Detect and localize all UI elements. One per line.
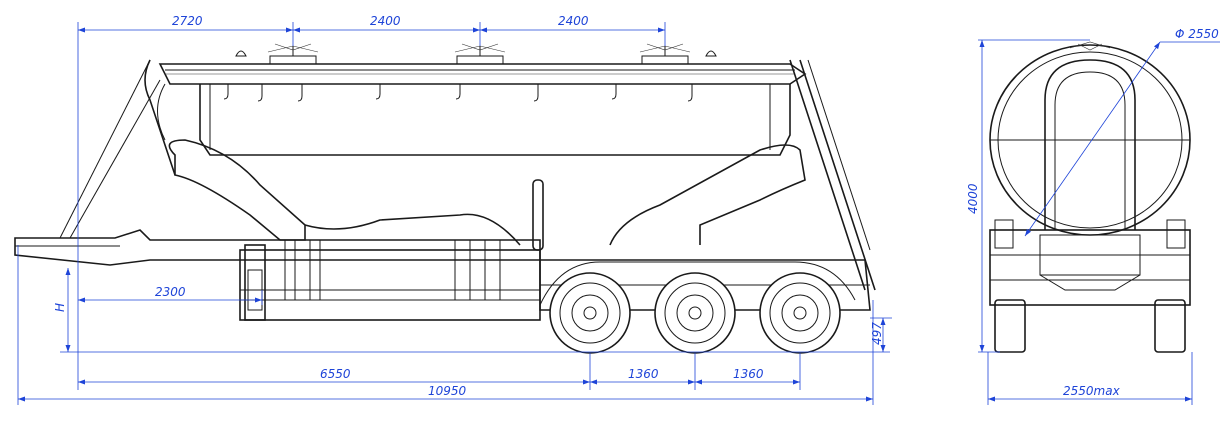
- dim-4000: 4000: [966, 183, 980, 214]
- dim-1360-a: 1360: [628, 367, 659, 381]
- hatch-2: [454, 43, 506, 65]
- rear-view: [989, 41, 1191, 353]
- wheel-1: [549, 272, 631, 354]
- side-view: [14, 43, 876, 354]
- dim-6550: 6550: [320, 367, 351, 381]
- wheel-3: [759, 272, 841, 354]
- hatch-3: [639, 43, 691, 65]
- wheel-2: [654, 272, 736, 354]
- dim-diameter: Φ 2550: [1175, 27, 1219, 41]
- hatch-1: [267, 43, 319, 65]
- hanging-hooks: [223, 84, 693, 102]
- dim-2300: 2300: [155, 285, 186, 299]
- dim-1360-b: 1360: [733, 367, 764, 381]
- dimension-labels: 2720 2400 2400 2300 H 6550 1360 1360 109…: [53, 14, 1219, 398]
- dim-2400-a: 2400: [370, 14, 401, 28]
- dim-h: H: [53, 303, 67, 312]
- dim-2400-b: 2400: [558, 14, 589, 28]
- dim-2720: 2720: [172, 14, 203, 28]
- dim-2550max: 2550max: [1063, 384, 1121, 398]
- dim-10950: 10950: [428, 384, 467, 398]
- dimension-lines: [17, 22, 1220, 405]
- dim-497: 497: [870, 322, 884, 345]
